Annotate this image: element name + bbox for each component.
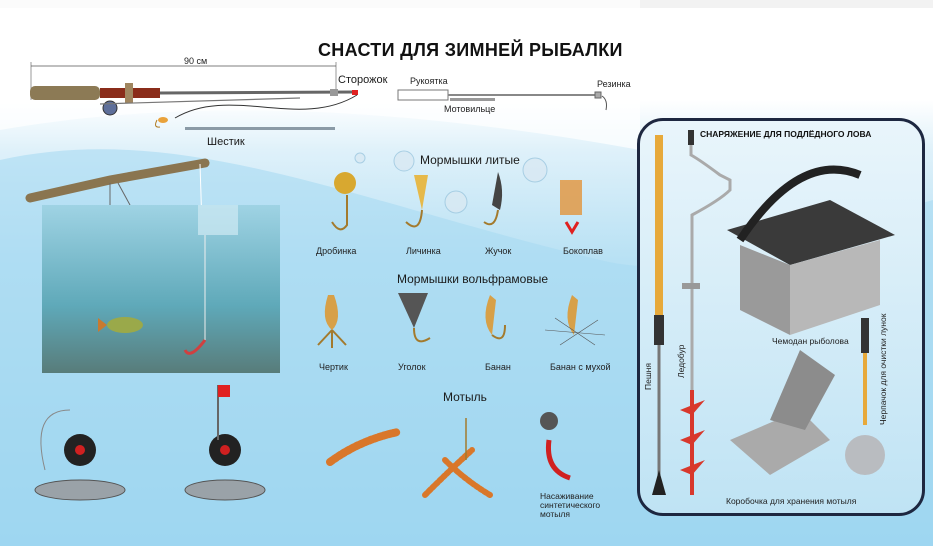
motovilce-label: Мотовильце [444,104,496,114]
bloodworm-heading: Мотыль [443,390,487,404]
underwater-scene [42,205,280,373]
peshnya-label: Пешня [643,363,653,390]
shestik-label: Шестик [207,136,245,148]
equipment-heading: СНАРЯЖЕНИЕ ДЛЯ ПОДЛЁДНОГО ЛОВА [700,129,872,139]
korobochka-label: Коробочка для хранения мотыля [726,496,857,506]
page-title: СНАСТИ ДЛЯ ЗИМНЕЙ РЫБАЛКИ [318,40,623,60]
jig-label-lichinka: Личинка [406,246,441,256]
jig-label-zhuchok: Жучок [485,246,512,256]
rod-length-label: 90 см [184,56,208,66]
storozhok-label: Сторожок [338,74,388,86]
jig-label-chertik: Чертик [319,362,348,372]
chemodan-label: Чемодан рыболова [772,336,849,346]
jig-label-banan-s-muhoy: Банан с мухой [550,362,611,372]
synthetic-bloodworm-label: Насаживание синтетического мотыля [540,491,601,519]
tungsten-jigs-heading: Мормышки вольфрамовые [397,272,548,286]
rezinka-label: Резинка [597,79,631,89]
jig-label-ugolok: Уголок [398,362,426,372]
ledobur-label: Ледобур [676,344,686,378]
jig-label-banan: Банан [485,362,511,372]
cherpachok-label: Черпачок для очистки лунок [878,313,888,425]
rukoyatka-label: Рукоятка [410,76,448,86]
jig-label-drobinka: Дробинка [316,246,357,256]
cast-jigs-heading: Мормышки литые [420,153,520,167]
jig-label-bokoplav: Бокоплав [563,246,603,256]
